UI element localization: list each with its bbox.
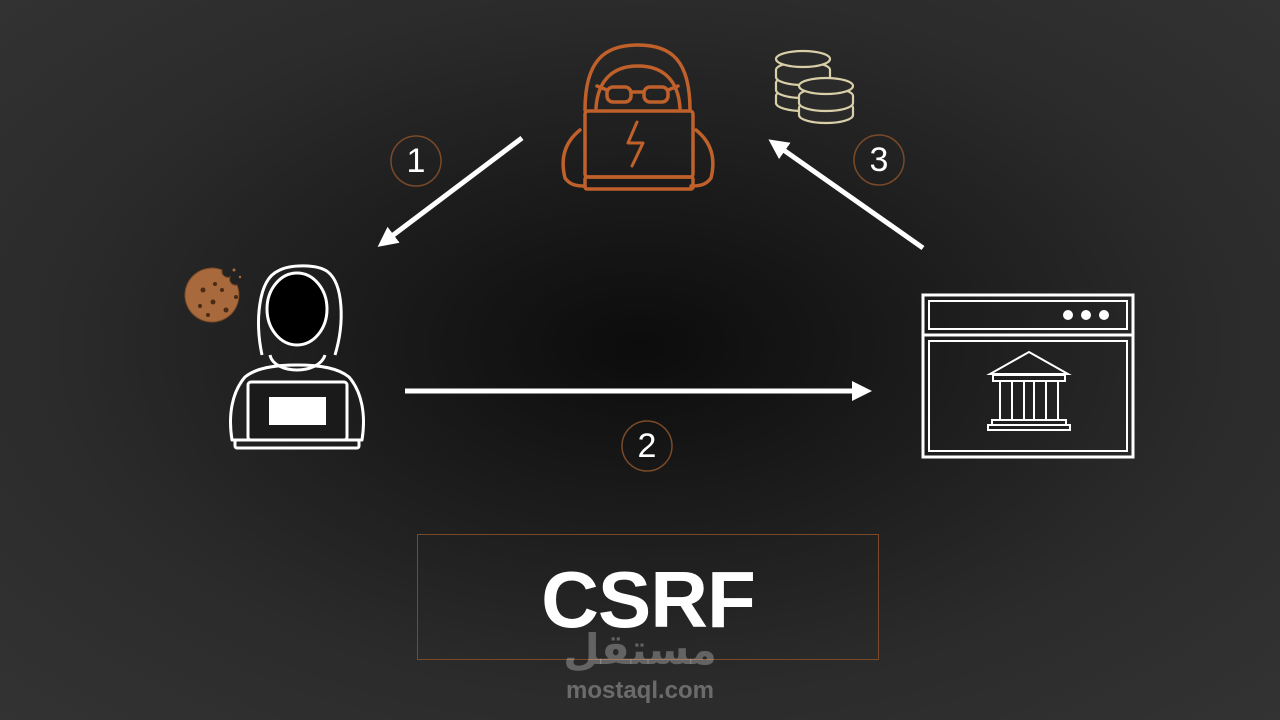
- step-3-circle: [853, 134, 905, 186]
- step-1-label: 1: [406, 142, 426, 180]
- title-frame: [417, 534, 879, 660]
- arrow-attacker-to-victim: [377, 136, 524, 247]
- step-1-circle: [390, 135, 442, 187]
- cookie-icon: [184, 267, 242, 323]
- arrow-bank-to-attacker: [768, 139, 925, 251]
- step-2-circle: [621, 420, 673, 472]
- step-2-label: 2: [637, 427, 657, 465]
- browser-bank-icon: [921, 293, 1135, 459]
- watermark-latin: mostaql.com: [565, 677, 715, 704]
- hooded-hacker-laptop-icon: [561, 43, 715, 191]
- diagram-title: CSRF: [541, 555, 756, 644]
- watermark-arabic: مستقل: [563, 625, 717, 674]
- user-laptop-icon: [229, 264, 365, 450]
- bank-building-icon: [986, 350, 1072, 431]
- coin-stacks-icon: [774, 49, 855, 125]
- step-3-label: 3: [869, 141, 889, 179]
